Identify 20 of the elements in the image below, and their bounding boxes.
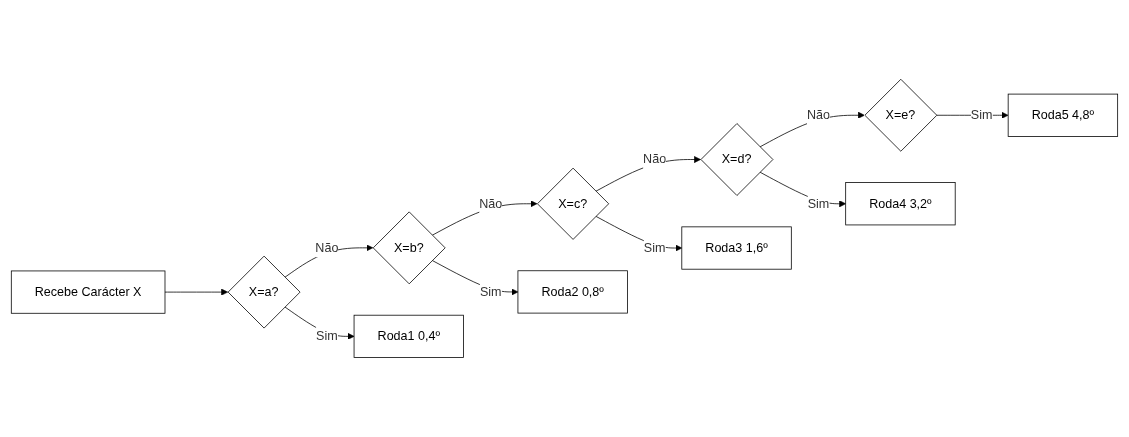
node-box: Roda3 1,6º (681, 226, 792, 270)
node-box: Recebe Carácter X (10, 270, 166, 314)
node-diamond: X=e? (864, 79, 938, 152)
edge-label: Não (479, 196, 503, 211)
edge-label: Não (643, 152, 667, 166)
node-diamond: X=d? (700, 123, 774, 196)
node-diamond: X=b? (372, 211, 446, 285)
node-box: Roda5 4,8º (1007, 93, 1119, 137)
node-diamond: X=c? (537, 167, 610, 240)
node-box: Roda1 0,4º (353, 314, 464, 358)
edge-label: Sim (970, 108, 993, 122)
edge-label: Sim (643, 241, 666, 255)
edge-label: Não (807, 108, 831, 122)
node-diamond: X=a? (227, 255, 301, 329)
edge-label: Sim (316, 329, 338, 343)
node-box: Roda2 0,8º (517, 270, 628, 314)
node-box: Roda4 3,2º (845, 182, 956, 226)
edge-label: Sim (807, 196, 830, 211)
edge-label: Sim (479, 284, 502, 299)
edge-label: Não (315, 240, 339, 255)
